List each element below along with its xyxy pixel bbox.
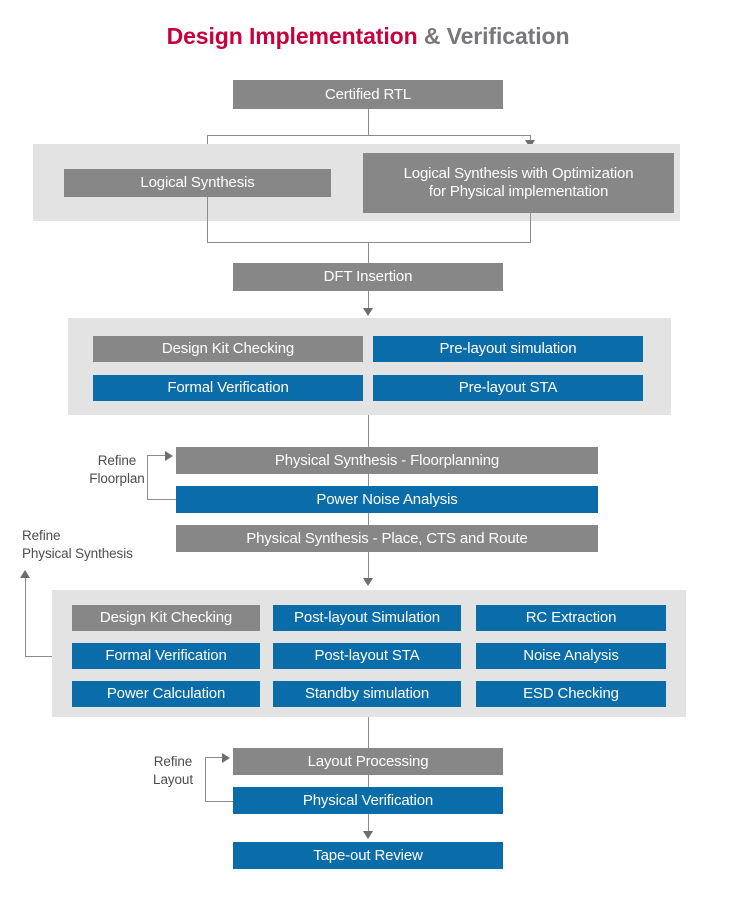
node-postlayout-simulation[interactable]: Post-layout Simulation [273, 605, 461, 631]
node-dft-insertion[interactable]: DFT Insertion [233, 263, 503, 291]
node-standby-simulation[interactable]: Standby simulation [273, 681, 461, 707]
connector-refine-floorplan-from-power-noise [147, 499, 176, 500]
arrowhead-to-tape-out-review [363, 831, 373, 839]
node-certified-rtl[interactable]: Certified RTL [233, 80, 503, 109]
connector-physical-verification-down [368, 814, 369, 834]
page-title: Design Implementation & Verification [0, 23, 736, 50]
node-power-calculation[interactable]: Power Calculation [72, 681, 260, 707]
node-postlayout-design-kit-checking[interactable]: Design Kit Checking [72, 605, 260, 631]
node-layout-processing[interactable]: Layout Processing [233, 748, 503, 775]
node-physical-synthesis-floorplanning[interactable]: Physical Synthesis - Floorplanning [176, 447, 598, 474]
connector-logical-synthesis-optimized-down [530, 213, 531, 242]
connector-refine-physical-synthesis-from-formal-verification [25, 656, 72, 657]
node-prelayout-design-kit-checking[interactable]: Design Kit Checking [93, 336, 363, 362]
annotation-refine-physical-synthesis: Refine Physical Synthesis [22, 528, 133, 561]
node-tape-out-review[interactable]: Tape-out Review [233, 842, 503, 869]
connector-refine-layout-vertical [205, 757, 206, 802]
connector-merge-to-dft [368, 242, 369, 263]
connector-refine-layout-from-physical-verification [205, 801, 233, 802]
connector-logical-synthesis-down [207, 197, 208, 242]
node-postlayout-sta[interactable]: Post-layout STA [273, 643, 461, 669]
arrowhead-refine-physical-synthesis [20, 570, 30, 578]
connector-place-route-down [368, 552, 369, 580]
node-prelayout-simulation[interactable]: Pre-layout simulation [373, 336, 643, 362]
connector-synthesis-merge [207, 242, 531, 243]
title-secondary: & Verification [417, 23, 570, 49]
node-logical-synthesis[interactable]: Logical Synthesis [64, 169, 331, 197]
node-esd-checking[interactable]: ESD Checking [476, 681, 666, 707]
node-physical-verification[interactable]: Physical Verification [233, 787, 503, 814]
connector-refine-floorplan-vertical [147, 455, 148, 500]
connector-postlayout-to-layout-processing [368, 717, 369, 752]
connector-floorplanning-to-power-noise [368, 474, 369, 486]
arrowhead-to-postlayout-band [363, 578, 373, 586]
connector-layout-processing-to-physical-verification [368, 775, 369, 787]
node-rc-extraction[interactable]: RC Extraction [476, 605, 666, 631]
connector-rtl-down [368, 109, 369, 135]
node-noise-analysis[interactable]: Noise Analysis [476, 643, 666, 669]
node-logical-synthesis-optimized[interactable]: Logical Synthesis with Optimization for … [363, 153, 674, 213]
arrowhead-to-prelayout-band [363, 308, 373, 316]
node-prelayout-sta[interactable]: Pre-layout STA [373, 375, 643, 401]
connector-dft-down [368, 291, 369, 310]
node-power-noise-analysis[interactable]: Power Noise Analysis [176, 486, 598, 513]
annotation-refine-layout: Refine Layout [153, 754, 193, 787]
connector-power-noise-to-place-route [368, 513, 369, 525]
node-postlayout-formal-verification[interactable]: Formal Verification [72, 643, 260, 669]
annotation-refine-floorplan: Refine Floorplan [89, 453, 145, 486]
node-prelayout-formal-verification[interactable]: Formal Verification [93, 375, 363, 401]
connector-prelayout-to-floorplanning [368, 415, 369, 447]
title-primary: Design Implementation [166, 23, 418, 49]
arrowhead-refine-layout [222, 753, 230, 763]
connector-refine-physical-synthesis-vertical [25, 578, 26, 656]
node-physical-synthesis-place-cts-route[interactable]: Physical Synthesis - Place, CTS and Rout… [176, 525, 598, 552]
connector-rtl-split [207, 135, 530, 136]
connector-rtl-right-branch [530, 135, 531, 142]
connector-refine-floorplan-to-arrow [147, 455, 166, 456]
arrowhead-refine-floorplan [165, 451, 173, 461]
connector-refine-layout-to-arrow [205, 757, 223, 758]
